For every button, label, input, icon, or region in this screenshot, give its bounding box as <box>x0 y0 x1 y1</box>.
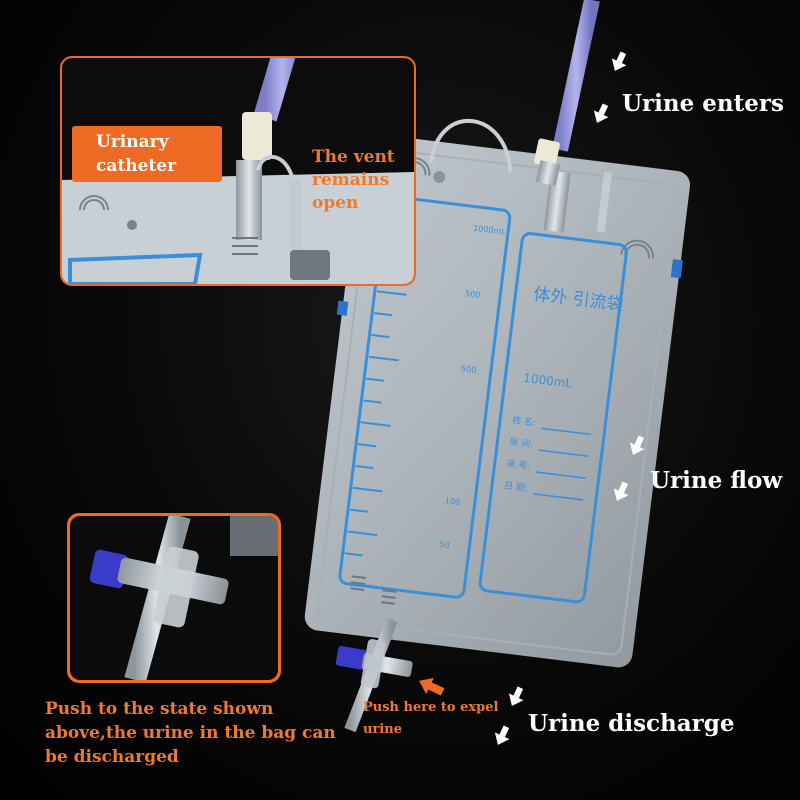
arrow-left-icon <box>419 677 445 696</box>
field-bed: 床 号: <box>506 457 531 472</box>
push-state-label: Push to the state shown above,the urine … <box>45 699 336 767</box>
inset-valve-detail <box>67 513 281 683</box>
inlet-tube <box>552 0 600 152</box>
arrow-group <box>494 51 645 745</box>
arrow-down-icon <box>613 481 629 501</box>
arrow-down-icon <box>629 435 645 455</box>
field-date: 日 期: <box>503 480 528 494</box>
scale-label-100: 100 <box>444 496 460 507</box>
arrow-down-icon <box>611 51 627 71</box>
urine-enters-label: Urine enters <box>622 90 784 117</box>
arrow-down-icon <box>508 686 524 706</box>
arrow-down-icon <box>494 725 510 745</box>
urine-discharge-label: Urine discharge <box>528 710 735 737</box>
vent-open-label: The vent remains open <box>312 147 395 213</box>
drain-valve[interactable] <box>333 634 416 694</box>
scale-label-500: 500 <box>461 364 477 375</box>
bag-capacity: 1000mL <box>523 371 574 391</box>
scale-label-1000: 1000mL <box>473 224 507 237</box>
scale-label-900: 500 <box>465 289 481 300</box>
field-name: 姓 名: <box>511 414 536 429</box>
inset-vent-detail <box>60 56 416 286</box>
arrow-down-icon <box>593 103 609 123</box>
scale-label-50: 50 <box>439 540 450 550</box>
urine-flow-label: Urine flow <box>650 467 783 494</box>
urinary-catheter-callout: Urinary catheter <box>72 126 222 182</box>
push-here-label: Push here to expel urine <box>363 700 499 737</box>
field-room: 房 间: <box>509 436 534 451</box>
outlet-spring <box>350 575 397 605</box>
